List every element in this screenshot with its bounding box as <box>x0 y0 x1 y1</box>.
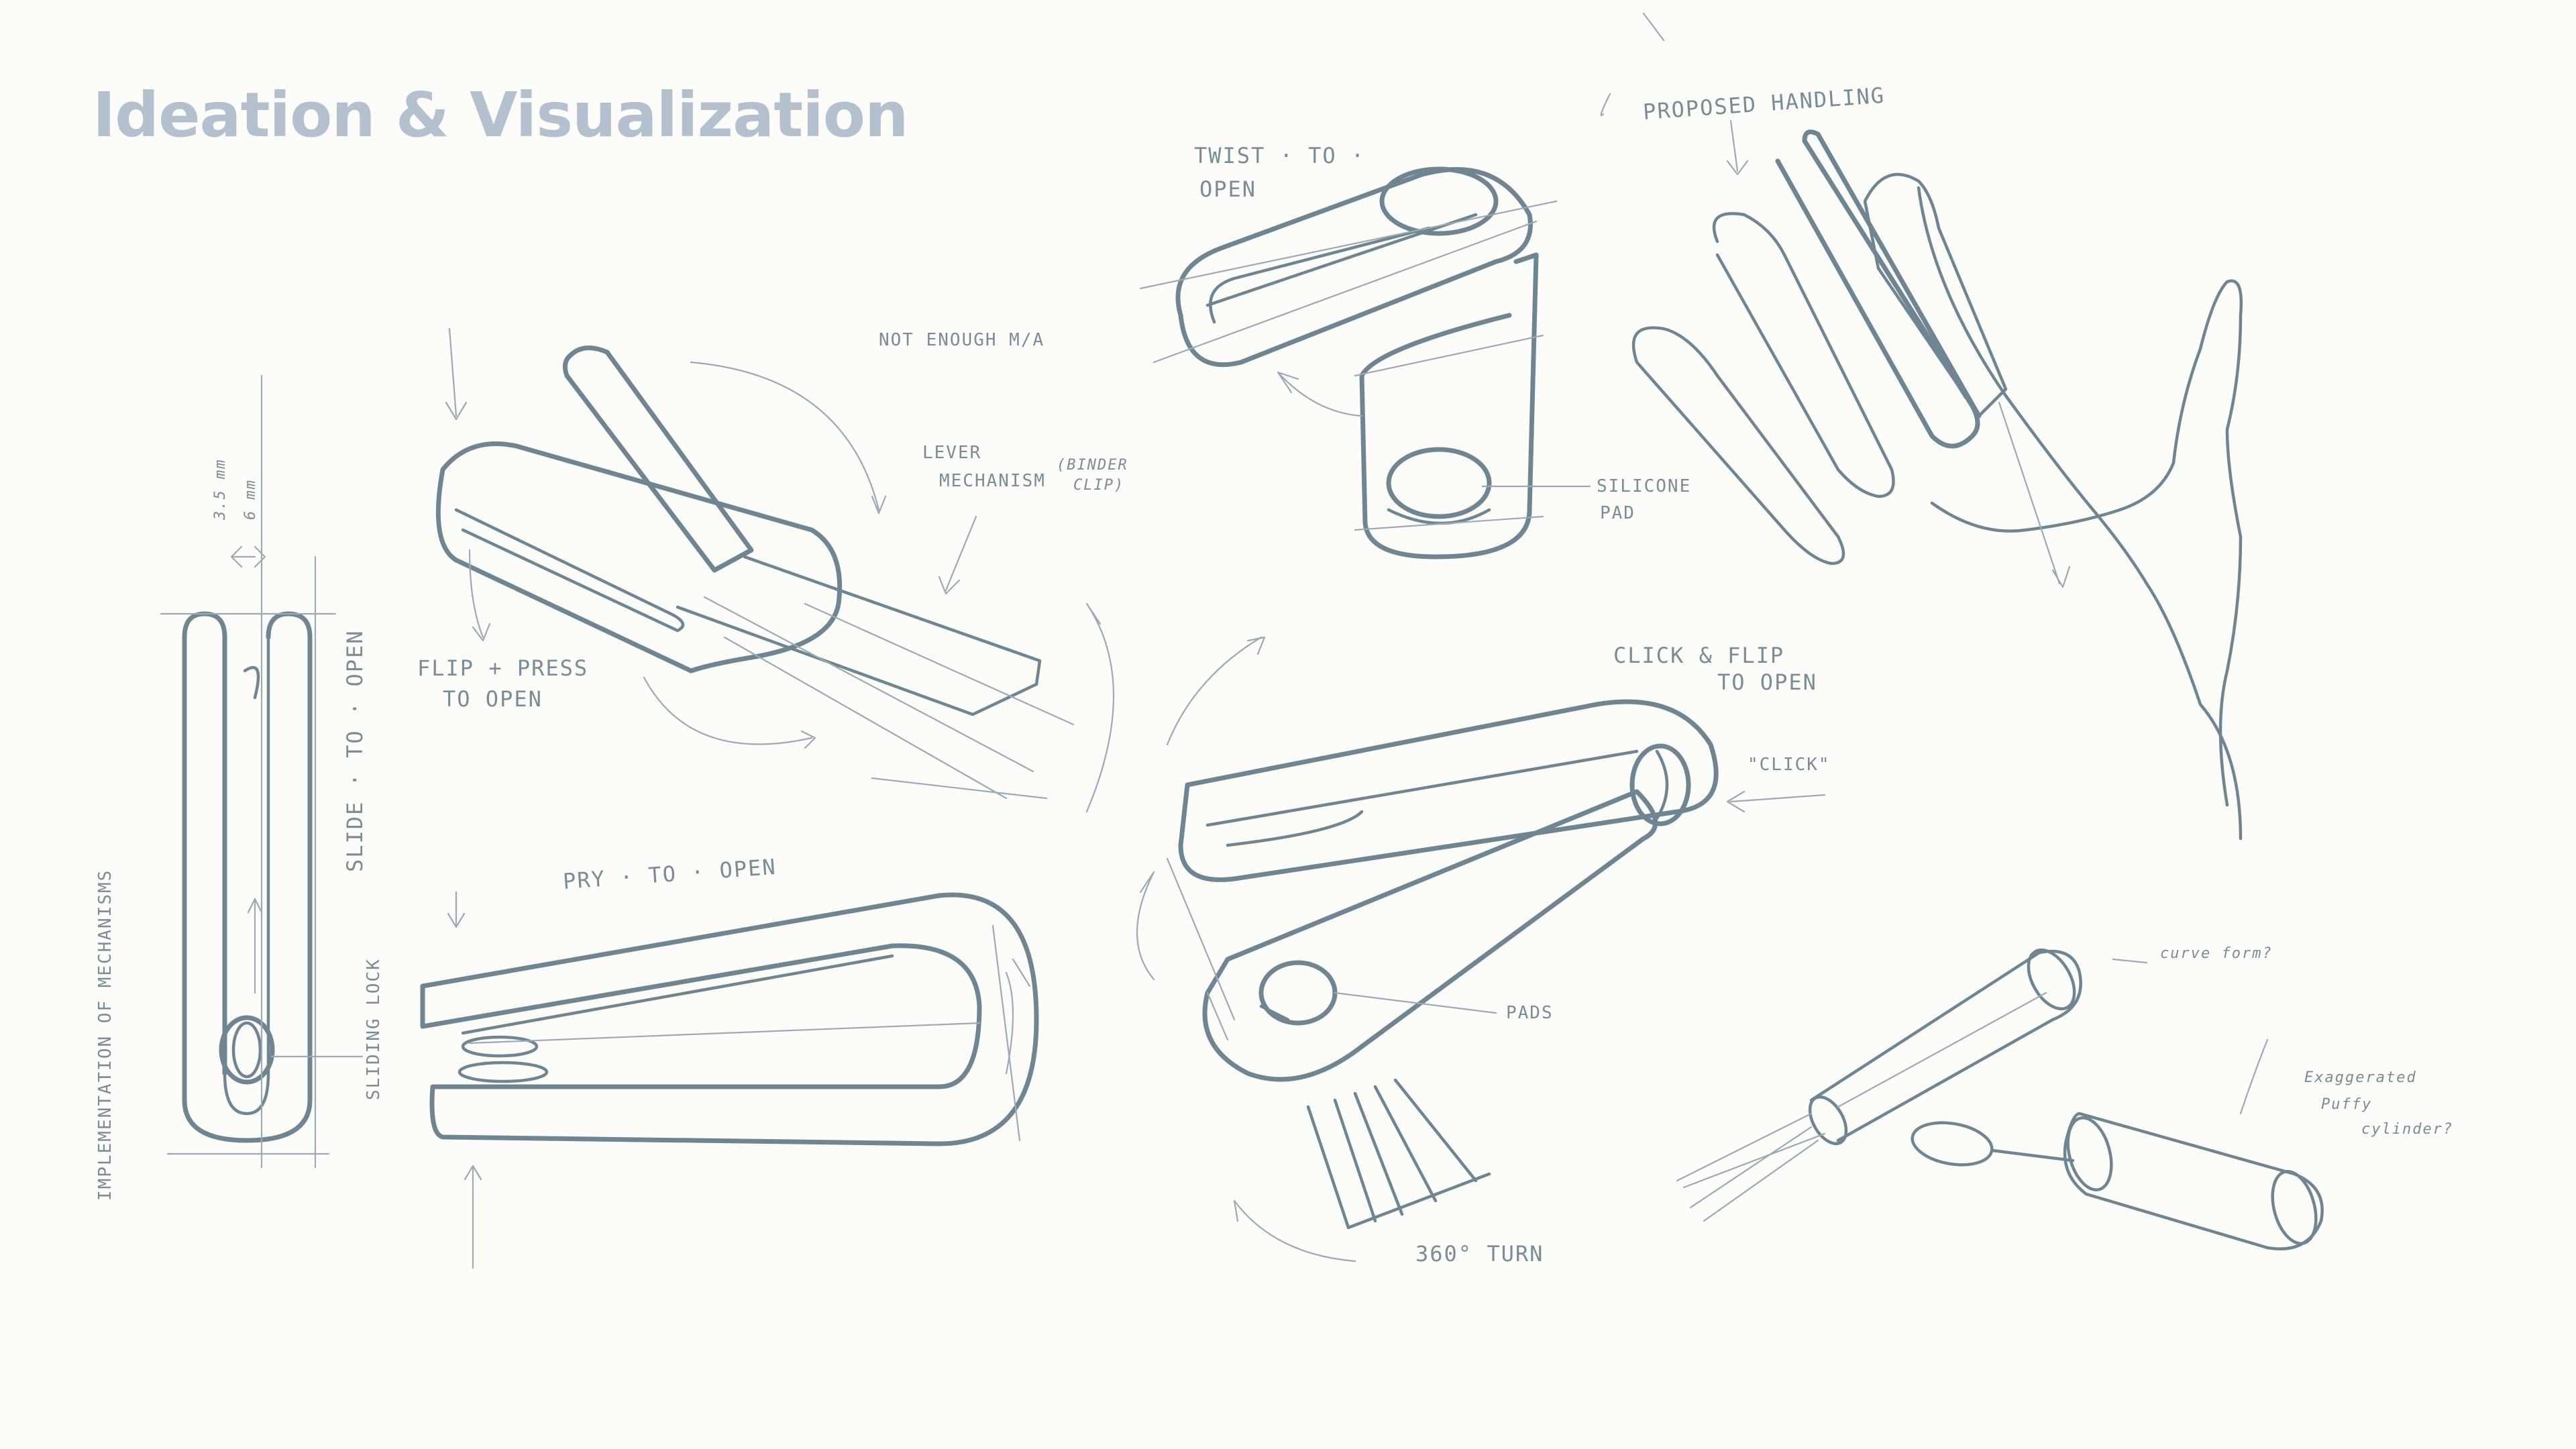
label-lever-1: LEVER <box>922 443 981 463</box>
label-not-enough: NOT ENOUGH M/A <box>879 330 1044 350</box>
proposed-handling-sketch <box>1600 12 2243 841</box>
slide-to-open-sketch <box>160 374 364 1169</box>
label-binder-1: (BINDER <box>1057 457 1128 474</box>
label-flip-press-1: FLIP + PRESS <box>417 655 588 681</box>
label-pads: PADS <box>1506 1003 1554 1023</box>
label-360-turn: 360° TURN <box>1415 1241 1544 1267</box>
label-silicone-1: SILICONE <box>1597 476 1691 496</box>
page-title: Ideation & Visualization <box>93 79 908 151</box>
label-flip-press-2: TO OPEN <box>443 686 543 712</box>
label-click: "CLICK" <box>1748 755 1831 775</box>
label-lever-2: MECHANISM <box>939 471 1046 491</box>
label-curve-form: curve form? <box>2160 945 2273 962</box>
label-dim-35: 3.5 mm <box>212 459 229 521</box>
label-exaggerated-3: cylinder? <box>2361 1121 2453 1138</box>
label-proposed-handling: PROPOSED HANDLING <box>1642 83 1886 125</box>
label-click-flip-2: TO OPEN <box>1717 669 1817 695</box>
label-silicone-2: PAD <box>1600 503 1635 523</box>
flip-press-sketch <box>435 327 1075 800</box>
label-dim-6: 6 mm <box>242 479 259 520</box>
label-pry-to-open: PRY · TO · OPEN <box>562 854 777 894</box>
click-flip-sketch <box>1085 602 1826 1263</box>
label-slide-to-open: SLIDE · TO · OPEN <box>342 629 368 872</box>
label-twist-2: OPEN <box>1199 176 1256 202</box>
twist-to-open-sketch <box>1139 166 1591 559</box>
label-sliding-lock: SLIDING LOCK <box>364 958 384 1100</box>
label-twist-1: TWIST · TO · <box>1194 143 1365 168</box>
label-exaggerated-2: Puffy <box>2321 1096 2372 1113</box>
pry-to-open-sketch <box>420 891 1039 1269</box>
label-click-flip-1: CLICK & FLIP <box>1613 643 1784 668</box>
cylinder-utensils-sketch <box>1676 948 2324 1250</box>
label-implementation: IMPLEMENTATION OF MECHANISMS <box>95 869 115 1201</box>
label-binder-2: CLIP) <box>1073 477 1124 494</box>
label-exaggerated-1: Exaggerated <box>2304 1069 2417 1086</box>
